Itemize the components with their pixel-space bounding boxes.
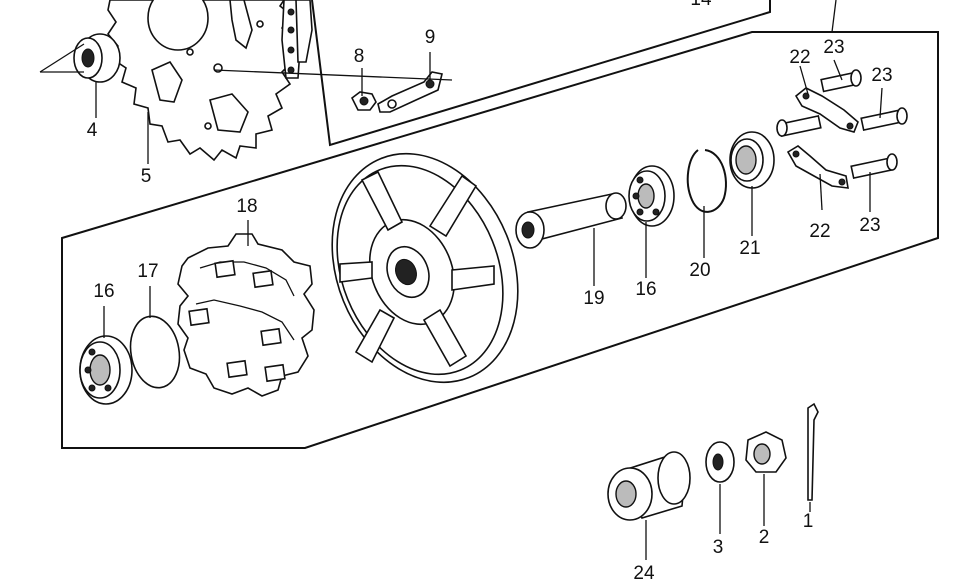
cotter-pin-1 (807, 402, 819, 501)
callout-20: 20 (689, 260, 710, 281)
callout-8: 8 (354, 46, 365, 67)
group-frame-sprocket (311, 0, 771, 147)
lock-plate-9 (377, 71, 443, 113)
group-frame-wheel (61, 31, 939, 449)
callout-4: 4 (87, 120, 98, 141)
sprocket-spacer (39, 33, 121, 83)
nut-8 (350, 91, 377, 111)
bolt-23-d (850, 153, 898, 179)
sprocket-axis-line (213, 69, 453, 81)
bolt-23-c (776, 115, 822, 137)
hub-sleeve-19 (515, 192, 627, 249)
hub-damper-rubber (177, 233, 315, 397)
bearing-16-right (628, 165, 675, 227)
callout-19: 19 (583, 288, 604, 309)
oil-seal-21 (729, 131, 775, 189)
callout-16-left: 16 (93, 281, 114, 302)
drive-chain (281, 0, 313, 79)
bolt-23-b (860, 107, 908, 131)
callout-1: 1 (803, 511, 814, 532)
callout-5: 5 (141, 166, 152, 187)
callout-18: 18 (236, 196, 257, 217)
lock-plate-22-upper (794, 87, 859, 133)
callout-22-upper: 22 (789, 47, 810, 68)
callout-23-right: 23 (871, 65, 892, 86)
rear-sprocket (107, 0, 296, 162)
leader-lines (95, 0, 883, 560)
castle-nut-2 (745, 431, 787, 473)
o-ring-17 (129, 315, 181, 389)
circlip-20 (686, 149, 727, 213)
callout-labels: 1 2 3 4 5 8 9 14 16 16 17 18 19 20 21 22… (87, 0, 893, 584)
bearing-16-left (79, 335, 133, 405)
callout-22-lower: 22 (809, 221, 830, 242)
washer-3 (705, 441, 735, 483)
callout-3: 3 (713, 537, 724, 558)
lock-plate-22-lower (786, 145, 849, 189)
wheel-hub (331, 152, 519, 384)
callout-23-bottom: 23 (859, 215, 880, 236)
callout-23-top: 23 (823, 37, 844, 58)
callout-17: 17 (137, 261, 158, 282)
callout-14: 14 (690, 0, 712, 10)
callout-9: 9 (425, 27, 436, 48)
callout-16-right: 16 (635, 279, 656, 300)
callout-21: 21 (739, 238, 760, 259)
callout-24: 24 (633, 563, 655, 584)
callout-2: 2 (759, 527, 770, 548)
bolt-23-a (820, 69, 862, 93)
axle-collar-24 (607, 451, 691, 521)
